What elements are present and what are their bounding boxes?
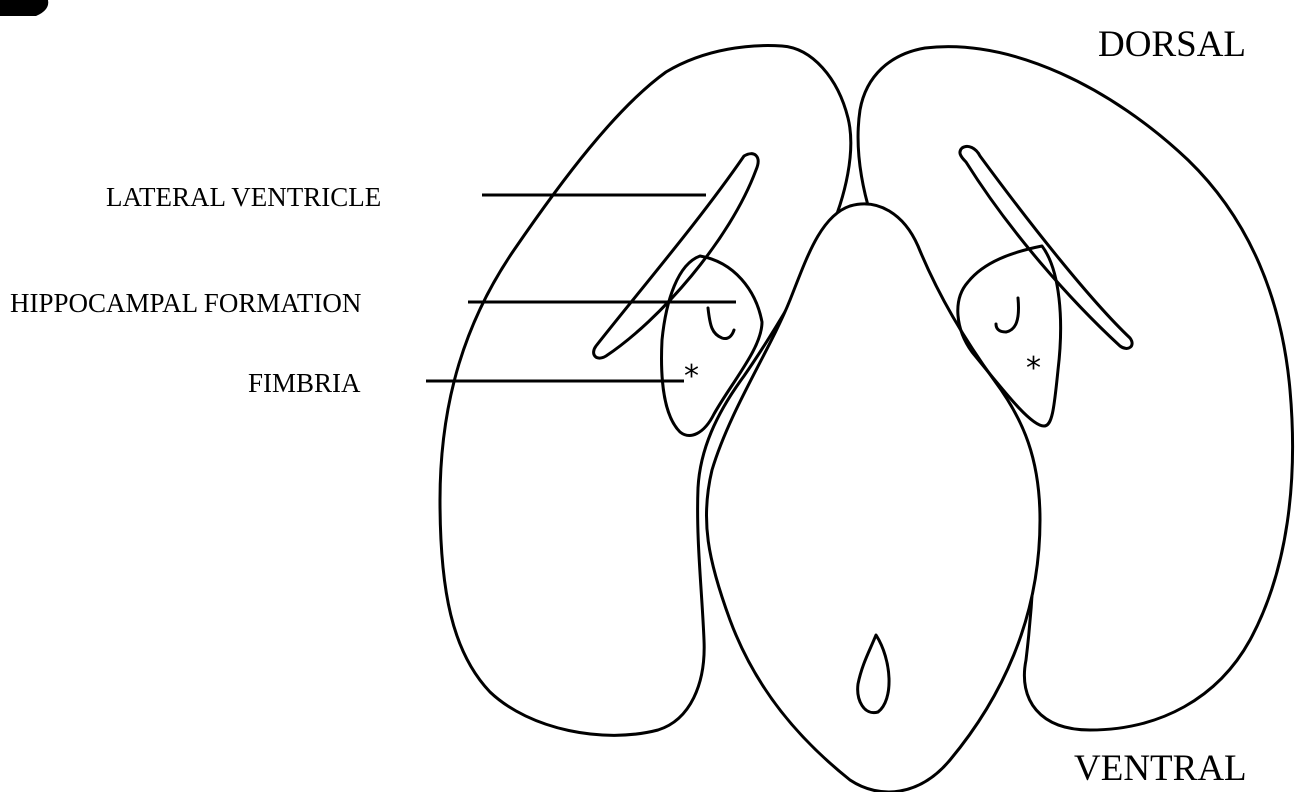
fimbria-label: FIMBRIA xyxy=(248,368,361,398)
right-fimbria-marker: * xyxy=(1026,351,1041,386)
left-lateral-ventricle xyxy=(594,154,758,358)
left-hippocampal-fissure xyxy=(708,308,734,339)
diencephalon-outline xyxy=(706,204,1040,792)
right-lateral-ventricle xyxy=(960,146,1132,348)
right-hippocampal-fissure xyxy=(996,298,1019,332)
hippocampal-formation-label: HIPPOCAMPAL FORMATION xyxy=(10,288,361,318)
left-fimbria-marker: * xyxy=(684,359,699,394)
lateral-ventricle-label: LATERAL VENTRICLE xyxy=(106,182,381,212)
ventral-label: VENTRAL xyxy=(1074,748,1247,789)
dorsal-label: DORSAL xyxy=(1098,24,1246,65)
panel-letter-fragment xyxy=(0,0,48,16)
